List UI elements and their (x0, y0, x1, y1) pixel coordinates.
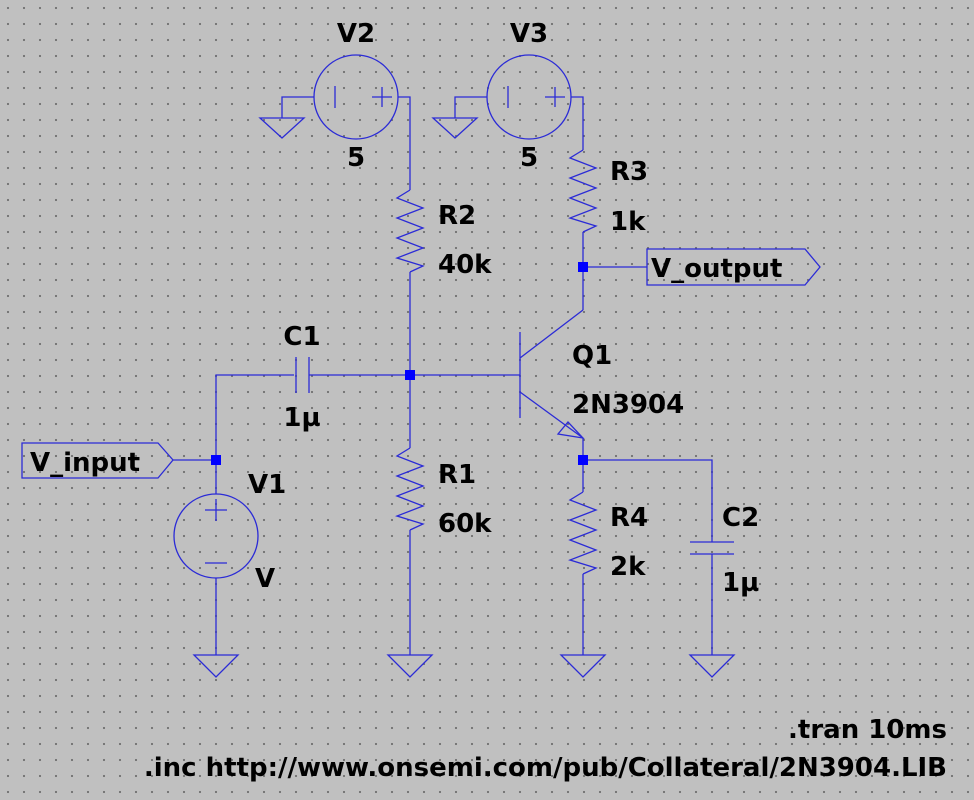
r4-name-label: R4 (610, 503, 648, 533)
c2-capacitor[interactable]: C2 1µ (583, 459, 759, 678)
c1-value-label: 1µ (283, 403, 320, 433)
include-directive[interactable]: .inc http://www.onsemi.com/pub/Collatera… (144, 753, 947, 783)
ground-symbol (559, 654, 607, 678)
v1-source[interactable]: V1 V (173, 460, 286, 678)
r2-value-label: 40k (438, 250, 492, 280)
ground-symbol (258, 117, 306, 139)
r4-resistor[interactable]: R4 2k (559, 460, 648, 678)
ground-symbol (386, 654, 434, 678)
junction-output-node (578, 262, 588, 272)
input-net-label[interactable]: V_input (21, 442, 216, 479)
v2-value-label: 5 (347, 143, 365, 173)
ground-symbol (192, 654, 240, 678)
r1-name-label: R1 (438, 460, 476, 490)
r2-resistor[interactable]: R2 40k (395, 189, 492, 375)
r3-resistor[interactable]: R3 1k (568, 149, 648, 310)
v1-name-label: V1 (248, 470, 286, 500)
r3-name-label: R3 (610, 157, 648, 187)
r1-value-label: 60k (438, 509, 492, 539)
output-net-label[interactable]: V_output (583, 248, 821, 286)
c2-value-label: 1µ (722, 568, 759, 598)
input-net-text: V_input (30, 448, 140, 478)
output-net-text: V_output (651, 254, 782, 284)
q1-model-label: 2N3904 (572, 390, 684, 420)
c2-name-label: C2 (722, 503, 759, 533)
r2-name-label: R2 (438, 201, 476, 231)
q1-transistor[interactable]: Q1 2N3904 (519, 309, 684, 460)
v2-source[interactable]: V2 5 (258, 19, 411, 190)
ground-symbol (688, 654, 736, 678)
v1-value-label: V (255, 564, 275, 594)
junction-base-node (405, 370, 415, 380)
tran-directive[interactable]: .tran 10ms (788, 715, 947, 745)
v3-source[interactable]: V3 5 (431, 19, 584, 173)
c1-capacitor[interactable]: C1 1µ (215, 322, 520, 460)
junction-input-node (211, 455, 221, 465)
v2-name-label: V2 (337, 19, 375, 49)
r4-value-label: 2k (610, 552, 646, 582)
r3-value-label: 1k (610, 207, 646, 237)
v3-name-label: V3 (510, 19, 548, 49)
c1-name-label: C1 (283, 322, 320, 352)
v3-value-label: 5 (520, 143, 538, 173)
r1-resistor[interactable]: R1 60k (386, 375, 492, 678)
q1-name-label: Q1 (572, 341, 612, 371)
ground-symbol (431, 117, 479, 139)
junction-emitter-node (578, 455, 588, 465)
